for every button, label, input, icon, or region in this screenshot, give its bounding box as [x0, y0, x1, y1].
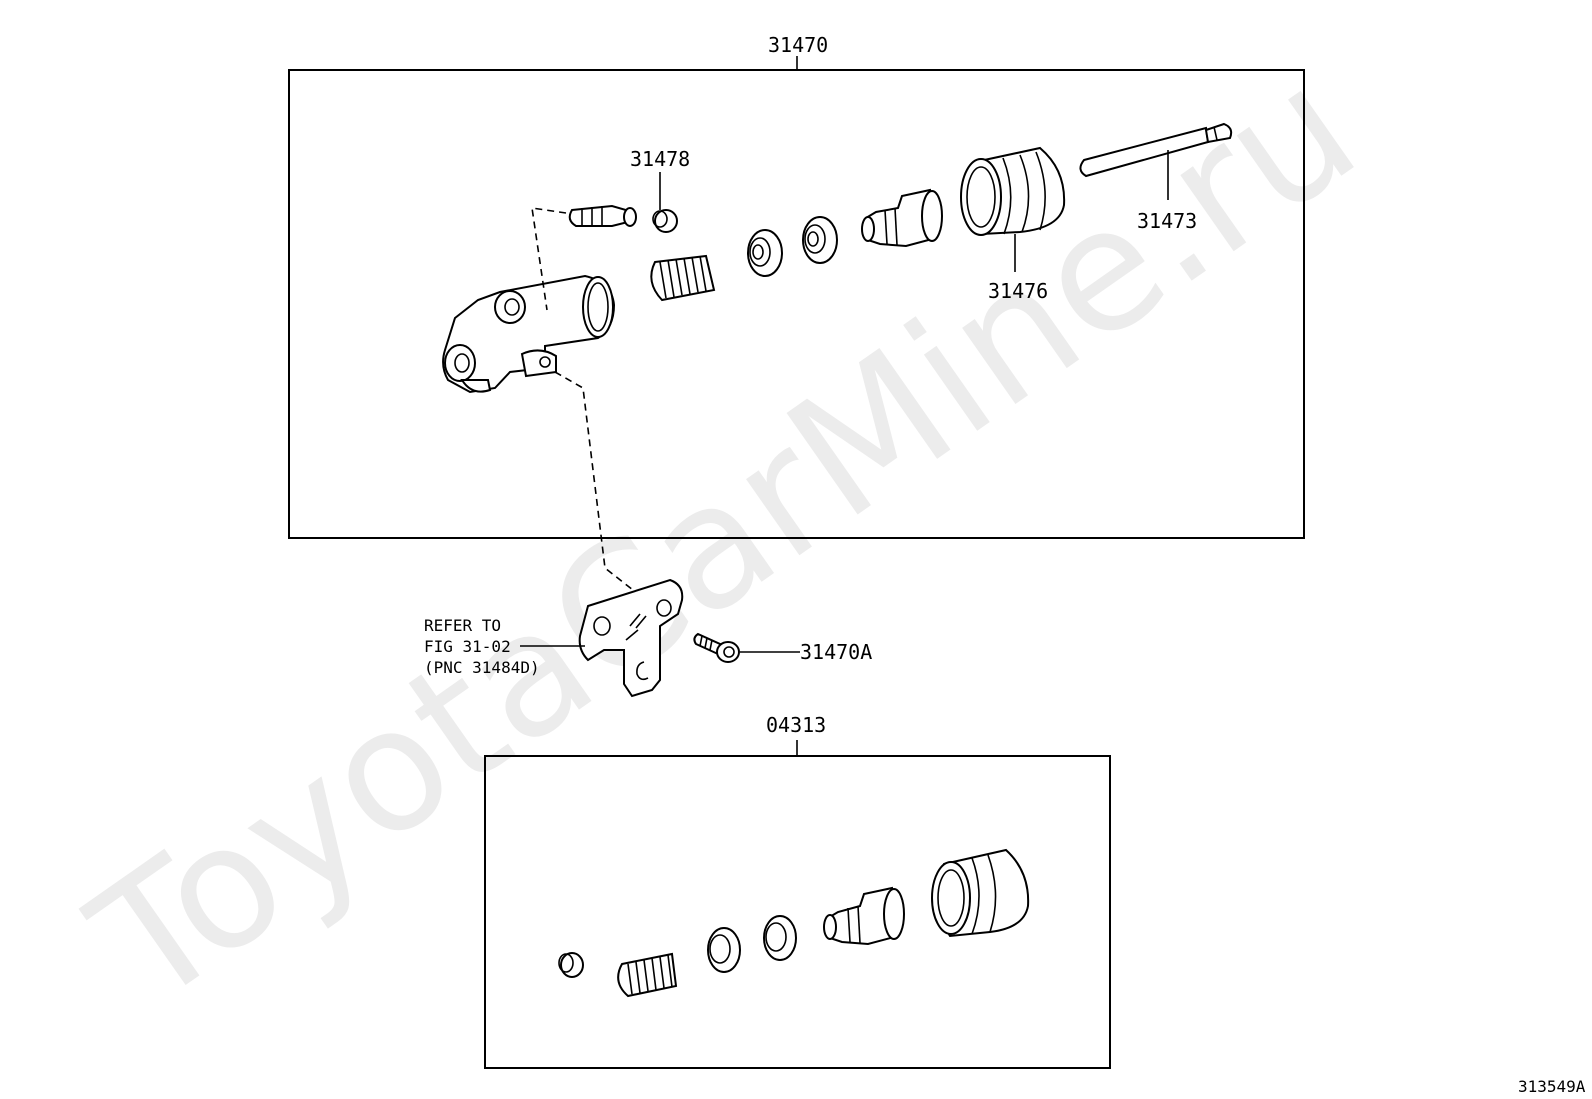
- kit-bleeder-cap: [558, 952, 584, 978]
- bleeder-cap-number: 31478: [630, 147, 690, 171]
- boot: [960, 146, 1066, 236]
- bleeder-plug: [568, 204, 637, 227]
- bolt-number: 31470A: [800, 640, 872, 664]
- bracket-connection-line: [554, 371, 639, 595]
- reference-note-line-3: (PNC 31484D): [424, 658, 540, 677]
- upper-assembly: 31470 31478: [288, 33, 1305, 595]
- boot-number: 31476: [988, 279, 1048, 303]
- bleeder-cap: [652, 209, 678, 233]
- kit-piston: [823, 886, 905, 946]
- lower-assembly: 04313: [484, 713, 1111, 1069]
- clutch-release-cylinder-body: [442, 274, 616, 394]
- lower-assembly-number: 04313: [766, 713, 826, 737]
- reference-note-line-1: REFER TO: [424, 616, 501, 635]
- piston-cup-1: [747, 229, 783, 277]
- reference-note-line-2: FIG 31-02: [424, 637, 511, 656]
- upper-assembly-number: 31470: [768, 33, 828, 57]
- kit-piston-cup-2: [763, 915, 797, 961]
- piston: [861, 188, 943, 248]
- return-spring: [650, 254, 716, 302]
- watermark-text: ToyotaCarMine.ru: [59, 30, 1390, 1045]
- push-rod-number: 31473: [1137, 209, 1197, 233]
- piston-cup-2: [802, 216, 838, 264]
- figure-code: 313549A: [1518, 1077, 1586, 1096]
- mounting-bolt: [693, 632, 740, 663]
- kit-boot: [931, 848, 1030, 938]
- kit-return-spring: [617, 952, 678, 998]
- push-rod: [1079, 122, 1233, 178]
- kit-piston-cup-1: [707, 927, 741, 973]
